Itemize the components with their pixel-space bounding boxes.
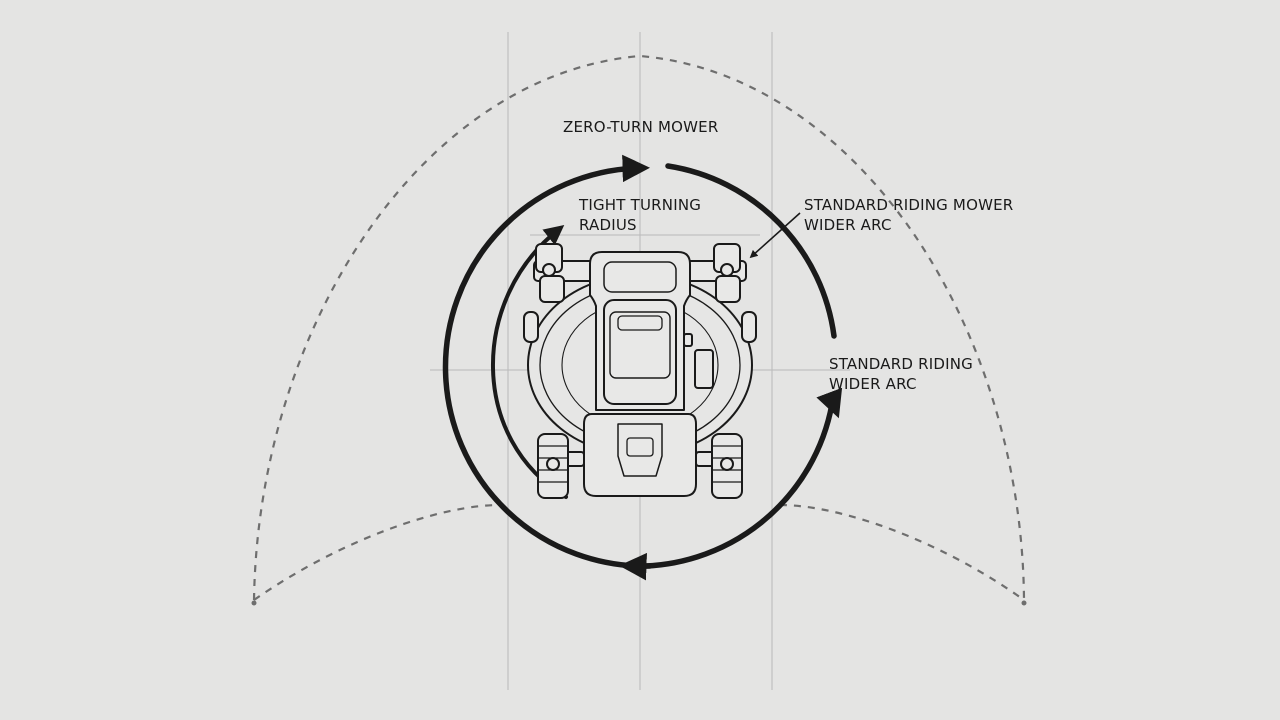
zero-turn-text: ZERO-TURN MOWER [563, 118, 719, 136]
outer-arc-right [665, 163, 837, 339]
inner-tight-arc [491, 225, 568, 499]
standard-mower-line-2: WIDER ARC [804, 216, 892, 234]
std-mower-leader [749, 212, 801, 259]
mower-top-view-icon [523, 243, 757, 499]
standard-riding-line-2: WIDER ARC [829, 375, 917, 393]
standard-riding-line-1: STANDARD RIDING [829, 355, 973, 373]
standard-mower-label: STANDARD RIDING MOWER WIDER ARC [804, 195, 1013, 235]
zero-turn-label: ZERO-TURN MOWER [563, 117, 718, 137]
standard-riding-label: STANDARD RIDING WIDER ARC [829, 354, 973, 394]
outer-turn-circle [442, 154, 843, 581]
tight-turning-line-1: TIGHT TURNING [579, 196, 702, 214]
tight-turning-label: TIGHT TURNING RADIUS [579, 195, 701, 235]
standard-mower-line-1: STANDARD RIDING MOWER [804, 196, 1014, 214]
standard-mower-wide-arc [251, 54, 1027, 606]
tight-turning-line-2: RADIUS [579, 216, 637, 234]
outer-arc-left [442, 154, 653, 569]
outer-arc-bottom-right [619, 401, 835, 581]
